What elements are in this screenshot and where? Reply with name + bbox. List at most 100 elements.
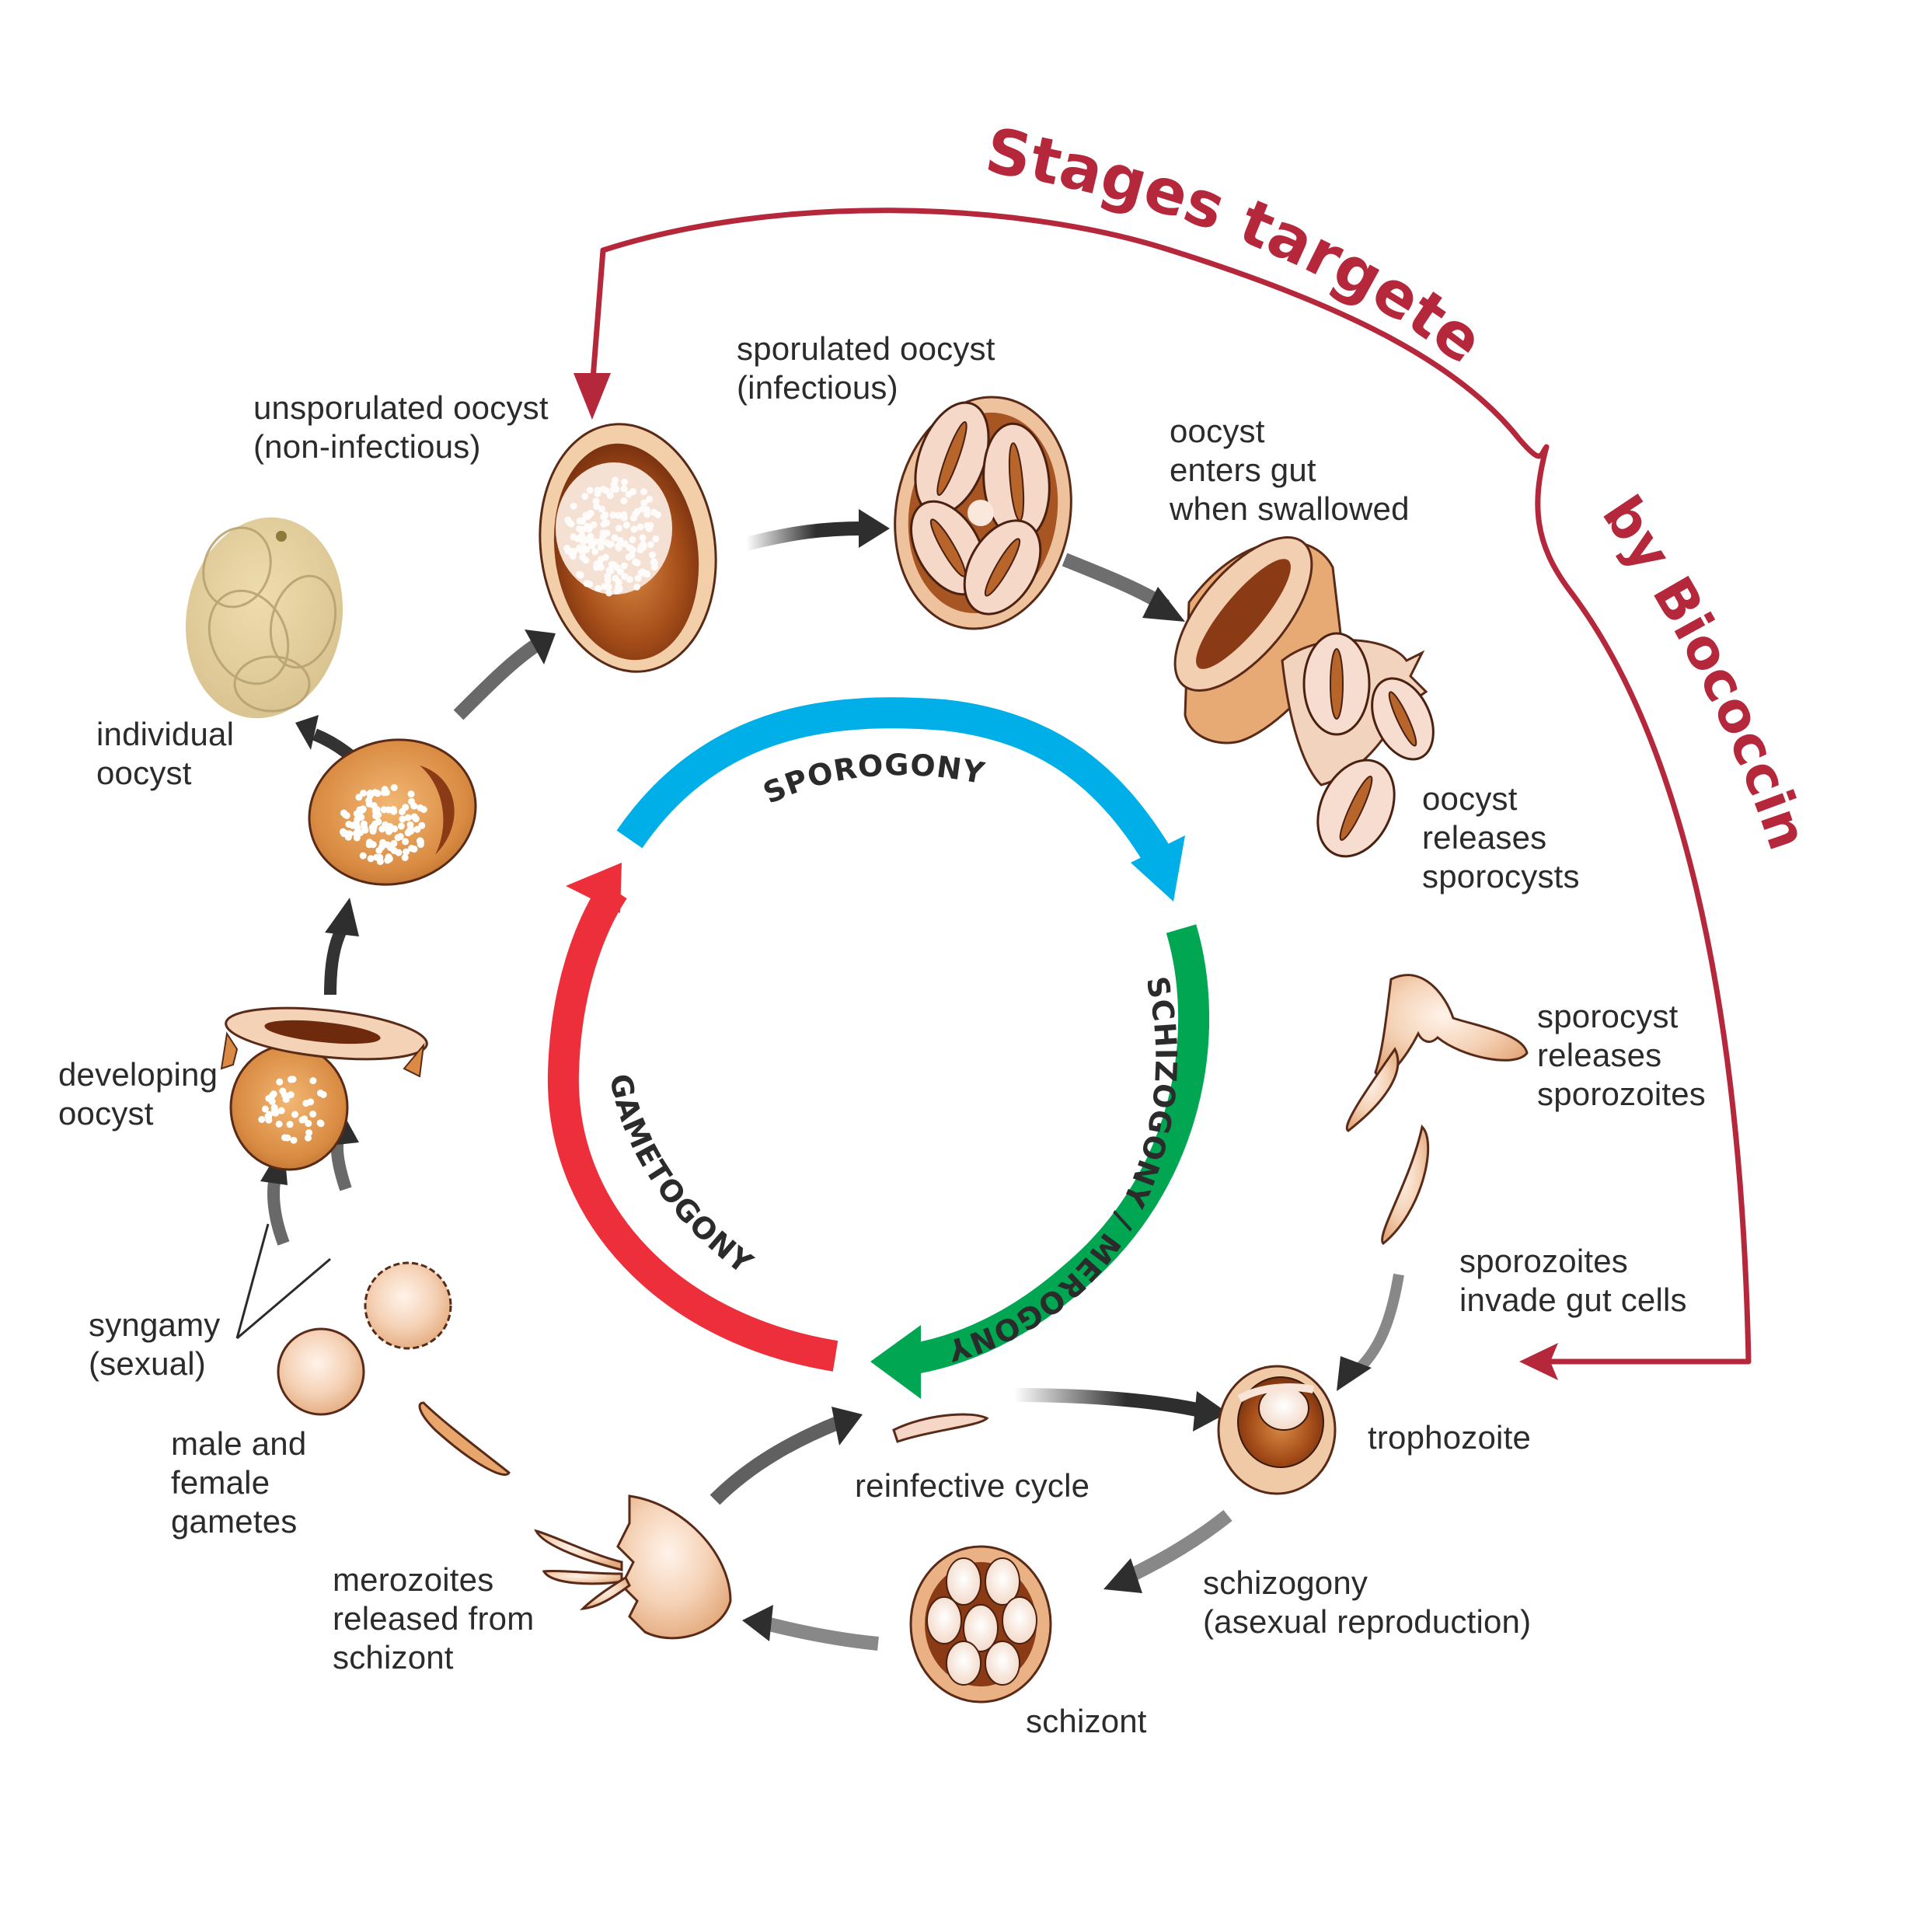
- granule: [402, 804, 410, 811]
- granule: [605, 567, 613, 574]
- granule: [564, 516, 572, 524]
- trophozoite-illustration: [1217, 1365, 1337, 1495]
- granule: [403, 848, 410, 856]
- label-syngamy: syngamy(sexual): [89, 1306, 221, 1382]
- granule: [567, 549, 575, 557]
- granule: [620, 485, 628, 493]
- granule: [258, 1115, 266, 1123]
- granule: [637, 569, 645, 577]
- granule: [271, 1107, 279, 1114]
- granule: [612, 574, 619, 582]
- granule: [601, 511, 609, 518]
- granule: [583, 546, 591, 553]
- granule: [611, 534, 619, 542]
- granule: [650, 508, 658, 516]
- granule: [630, 525, 638, 533]
- granule: [632, 558, 640, 566]
- granule: [378, 843, 385, 851]
- granule: [401, 854, 409, 862]
- granule: [279, 1087, 287, 1095]
- granule: [373, 806, 381, 814]
- syngamy-pointer-lines: [235, 1223, 331, 1340]
- granule: [384, 841, 392, 849]
- granule: [309, 1111, 317, 1118]
- granule: [592, 497, 600, 505]
- phase-label-schizogony: SCHIZOGONY / MEROGONY: [943, 974, 1183, 1369]
- granule: [266, 1111, 274, 1118]
- microgamete-spiky: [364, 1261, 452, 1350]
- granule: [413, 825, 421, 833]
- granule: [593, 503, 601, 511]
- arrow-oocyst-to-unsporulated: [453, 629, 556, 720]
- sporogony-arc: [616, 697, 1176, 871]
- granule: [410, 846, 418, 853]
- granule: [633, 583, 641, 591]
- granule: [609, 511, 617, 519]
- granule: [647, 521, 654, 529]
- granule: [360, 790, 368, 797]
- arrow-trophozoite-to-schizont: [1103, 1509, 1232, 1593]
- granule: [591, 538, 599, 546]
- gametogony-arrowhead: [566, 863, 622, 913]
- granule: [570, 533, 577, 541]
- granule: [395, 849, 403, 856]
- granule: [582, 556, 590, 564]
- granule: [365, 800, 373, 807]
- granule: [578, 532, 586, 539]
- schizogony-arc: [891, 924, 1210, 1377]
- granule: [632, 511, 640, 518]
- arrow-unsporulated-to-sporulated: [744, 509, 890, 551]
- granule: [305, 1120, 312, 1128]
- granule: [590, 521, 598, 528]
- granule: [381, 786, 389, 793]
- granule: [581, 493, 589, 500]
- granule: [407, 790, 415, 798]
- granule: [359, 852, 367, 860]
- granule: [352, 820, 360, 828]
- granule: [606, 492, 614, 500]
- granule: [276, 1078, 284, 1086]
- phase-label-sporogony: SPOROGONY: [758, 748, 988, 811]
- granule: [640, 488, 647, 496]
- granule: [367, 855, 375, 863]
- granule: [650, 563, 658, 571]
- granule: [643, 511, 651, 518]
- granule: [586, 486, 594, 494]
- granule: [385, 853, 392, 861]
- granule: [652, 535, 660, 542]
- bracket-arrowhead-left: [1519, 1343, 1558, 1380]
- granule: [304, 1134, 312, 1142]
- granule: [577, 571, 584, 579]
- label-schizont: schizont: [1026, 1703, 1147, 1739]
- gametes-illustration: [277, 1261, 511, 1477]
- granule: [275, 1120, 283, 1128]
- reinfective-merozoite-illustration: [892, 1413, 989, 1443]
- granule: [340, 809, 347, 817]
- oocyst-granular-illustration: [308, 738, 477, 886]
- granule: [307, 1098, 315, 1106]
- granule: [640, 499, 648, 507]
- granule: [357, 828, 364, 836]
- granule: [639, 534, 647, 542]
- merozoites-illustration: [534, 1494, 732, 1640]
- granule: [309, 1077, 317, 1085]
- granule: [605, 583, 612, 591]
- granule: [605, 589, 613, 597]
- granule: [399, 815, 406, 823]
- granule: [390, 839, 398, 847]
- biococcin-bracket-line: [589, 207, 1752, 1365]
- macrogamete-elongated: [418, 1401, 511, 1477]
- developing-oocyst-illustration: [220, 1006, 428, 1171]
- granule: [298, 1116, 306, 1124]
- granule: [594, 584, 602, 592]
- granule: [402, 838, 410, 846]
- schizont-illustration: [909, 1545, 1052, 1704]
- granule: [649, 551, 657, 559]
- granule: [610, 561, 618, 569]
- granule: [598, 505, 606, 513]
- granule: [394, 834, 402, 842]
